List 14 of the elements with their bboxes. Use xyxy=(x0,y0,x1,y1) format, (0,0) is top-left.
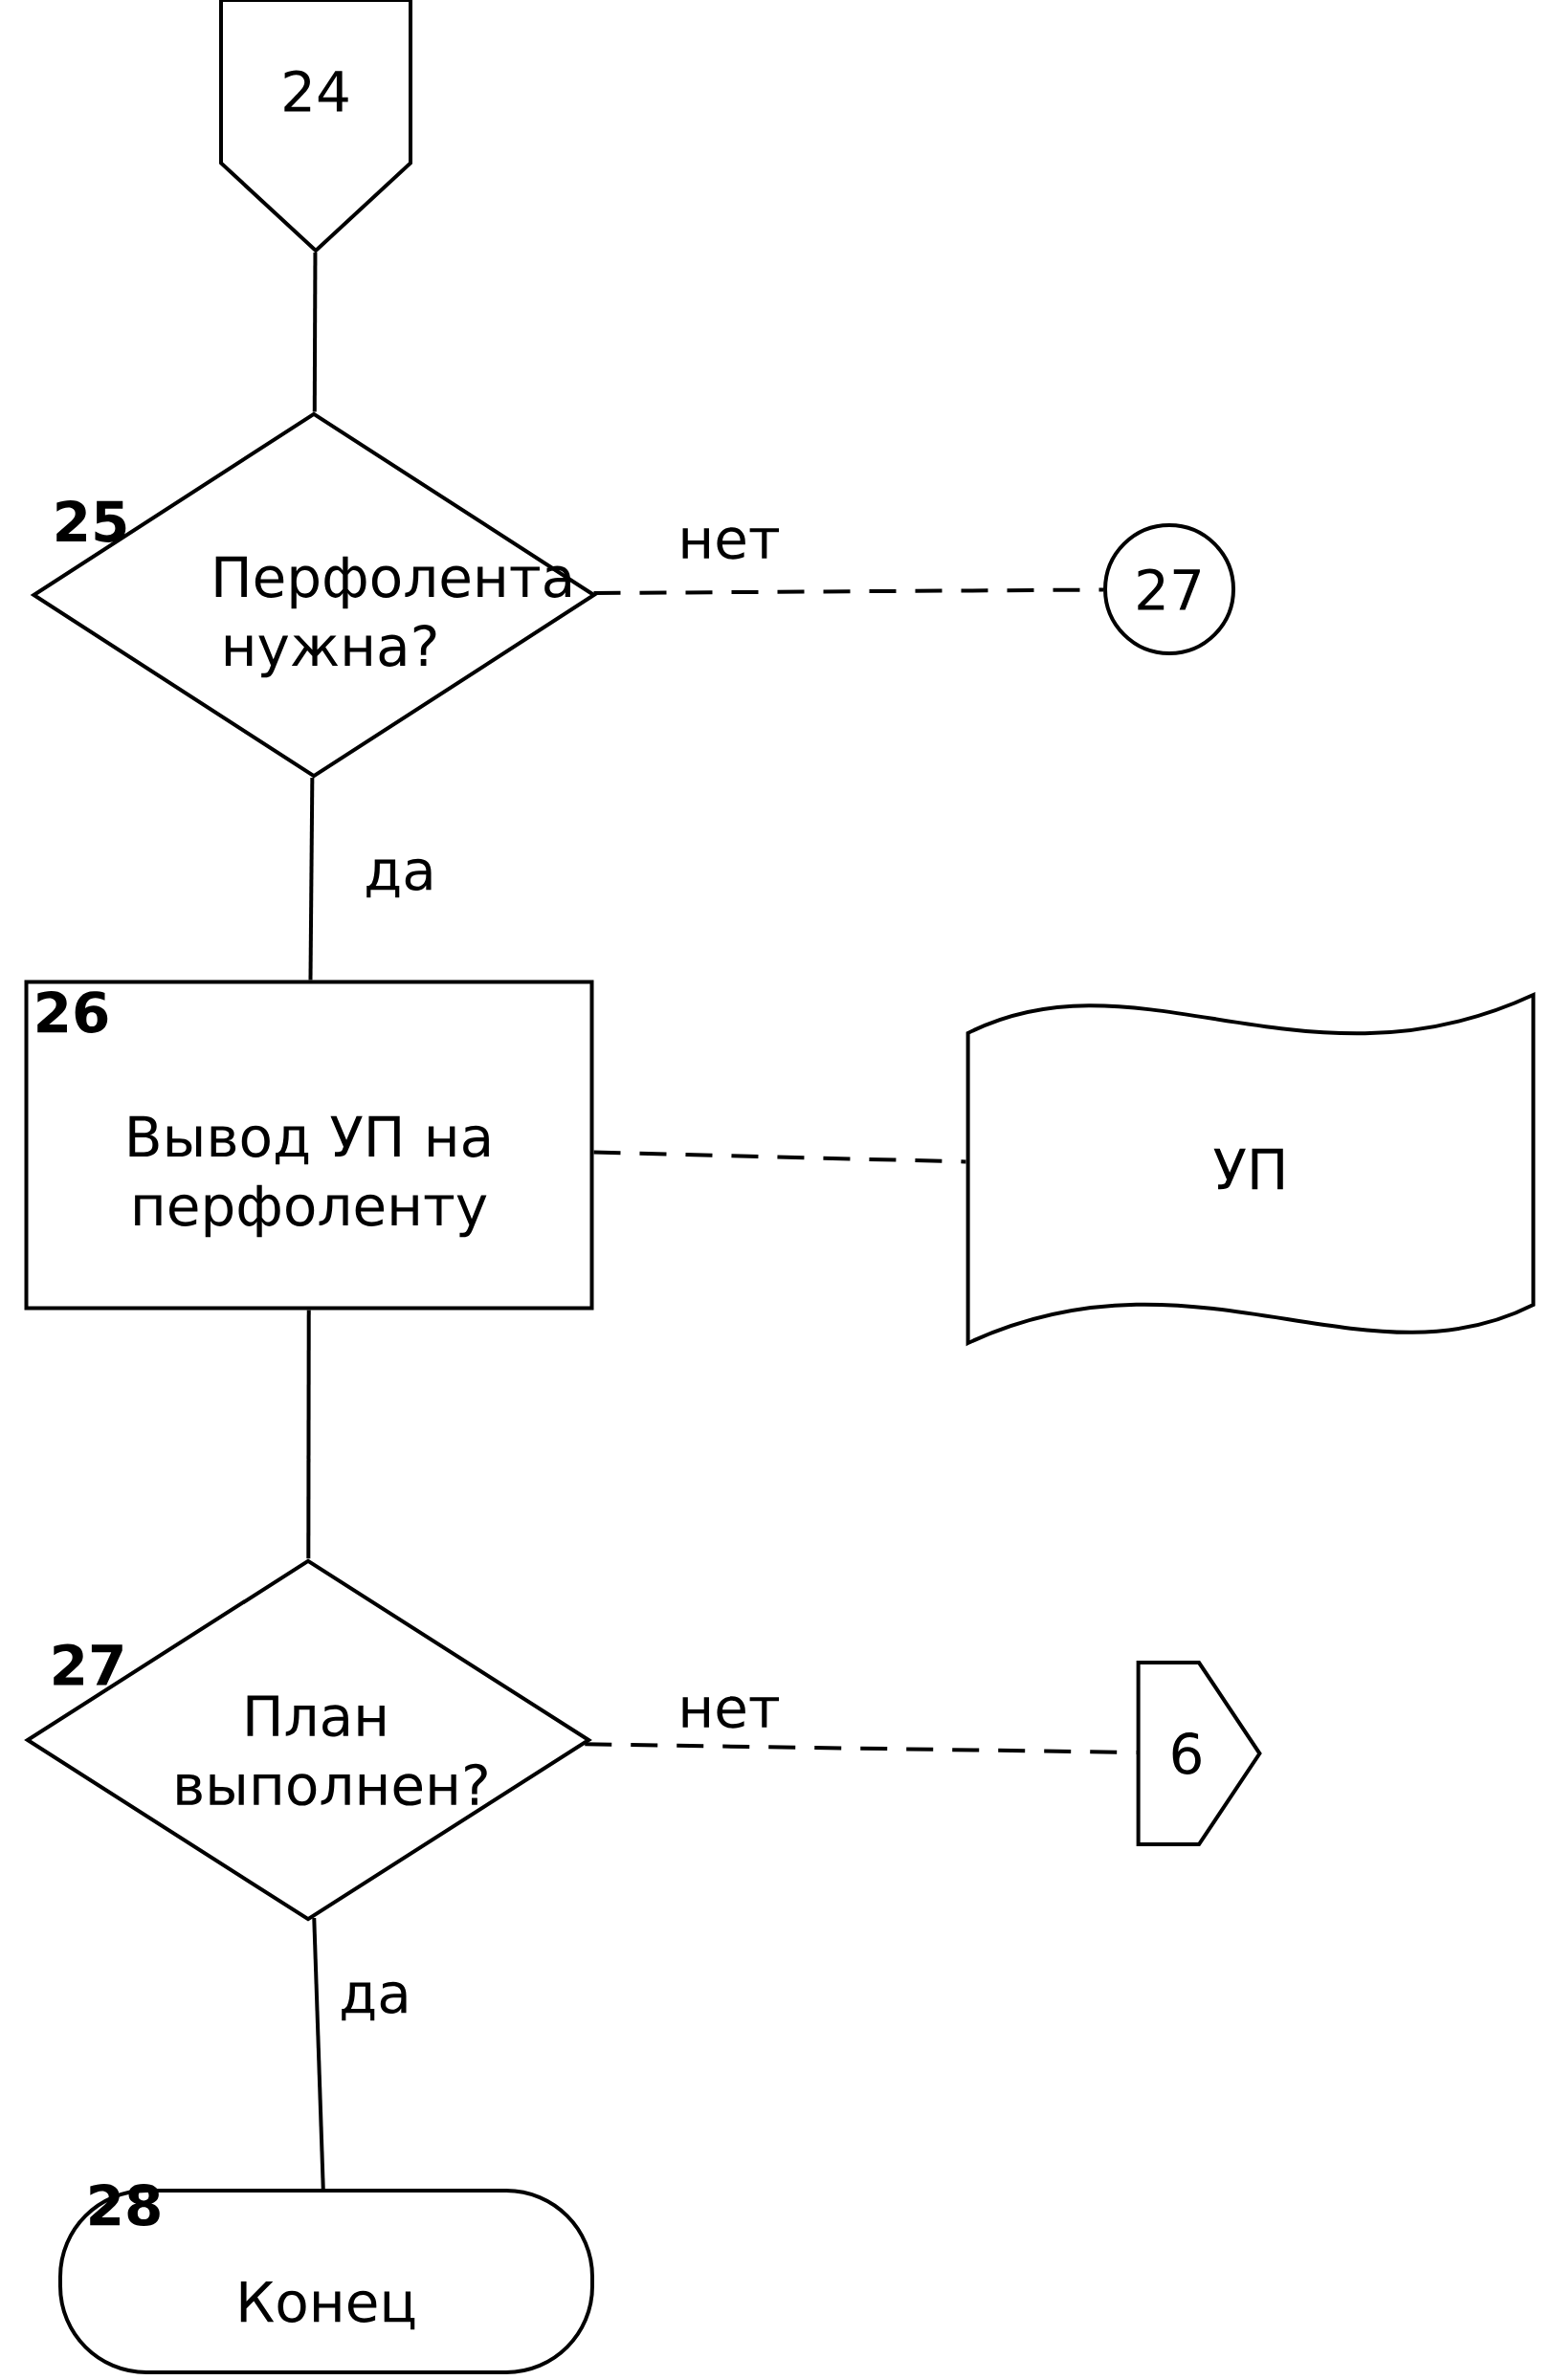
edge-label: да xyxy=(358,852,442,904)
edge-label: нет xyxy=(672,1690,787,1734)
process-box: 26 Вывод УП на перфоленту xyxy=(24,980,594,1311)
edge-label: нет xyxy=(672,521,787,565)
connector-line xyxy=(585,1742,1137,1755)
off-page-connector: 24 xyxy=(219,0,412,253)
edge-label: да xyxy=(333,1975,417,2027)
connector-line xyxy=(593,587,1104,596)
connector-line xyxy=(312,1917,325,2190)
connector-line xyxy=(312,253,318,412)
off-page-connector: 6 xyxy=(1136,1661,1262,1846)
connector-line xyxy=(308,777,315,981)
connector-line xyxy=(306,1310,311,1559)
connector-line xyxy=(593,1150,966,1164)
